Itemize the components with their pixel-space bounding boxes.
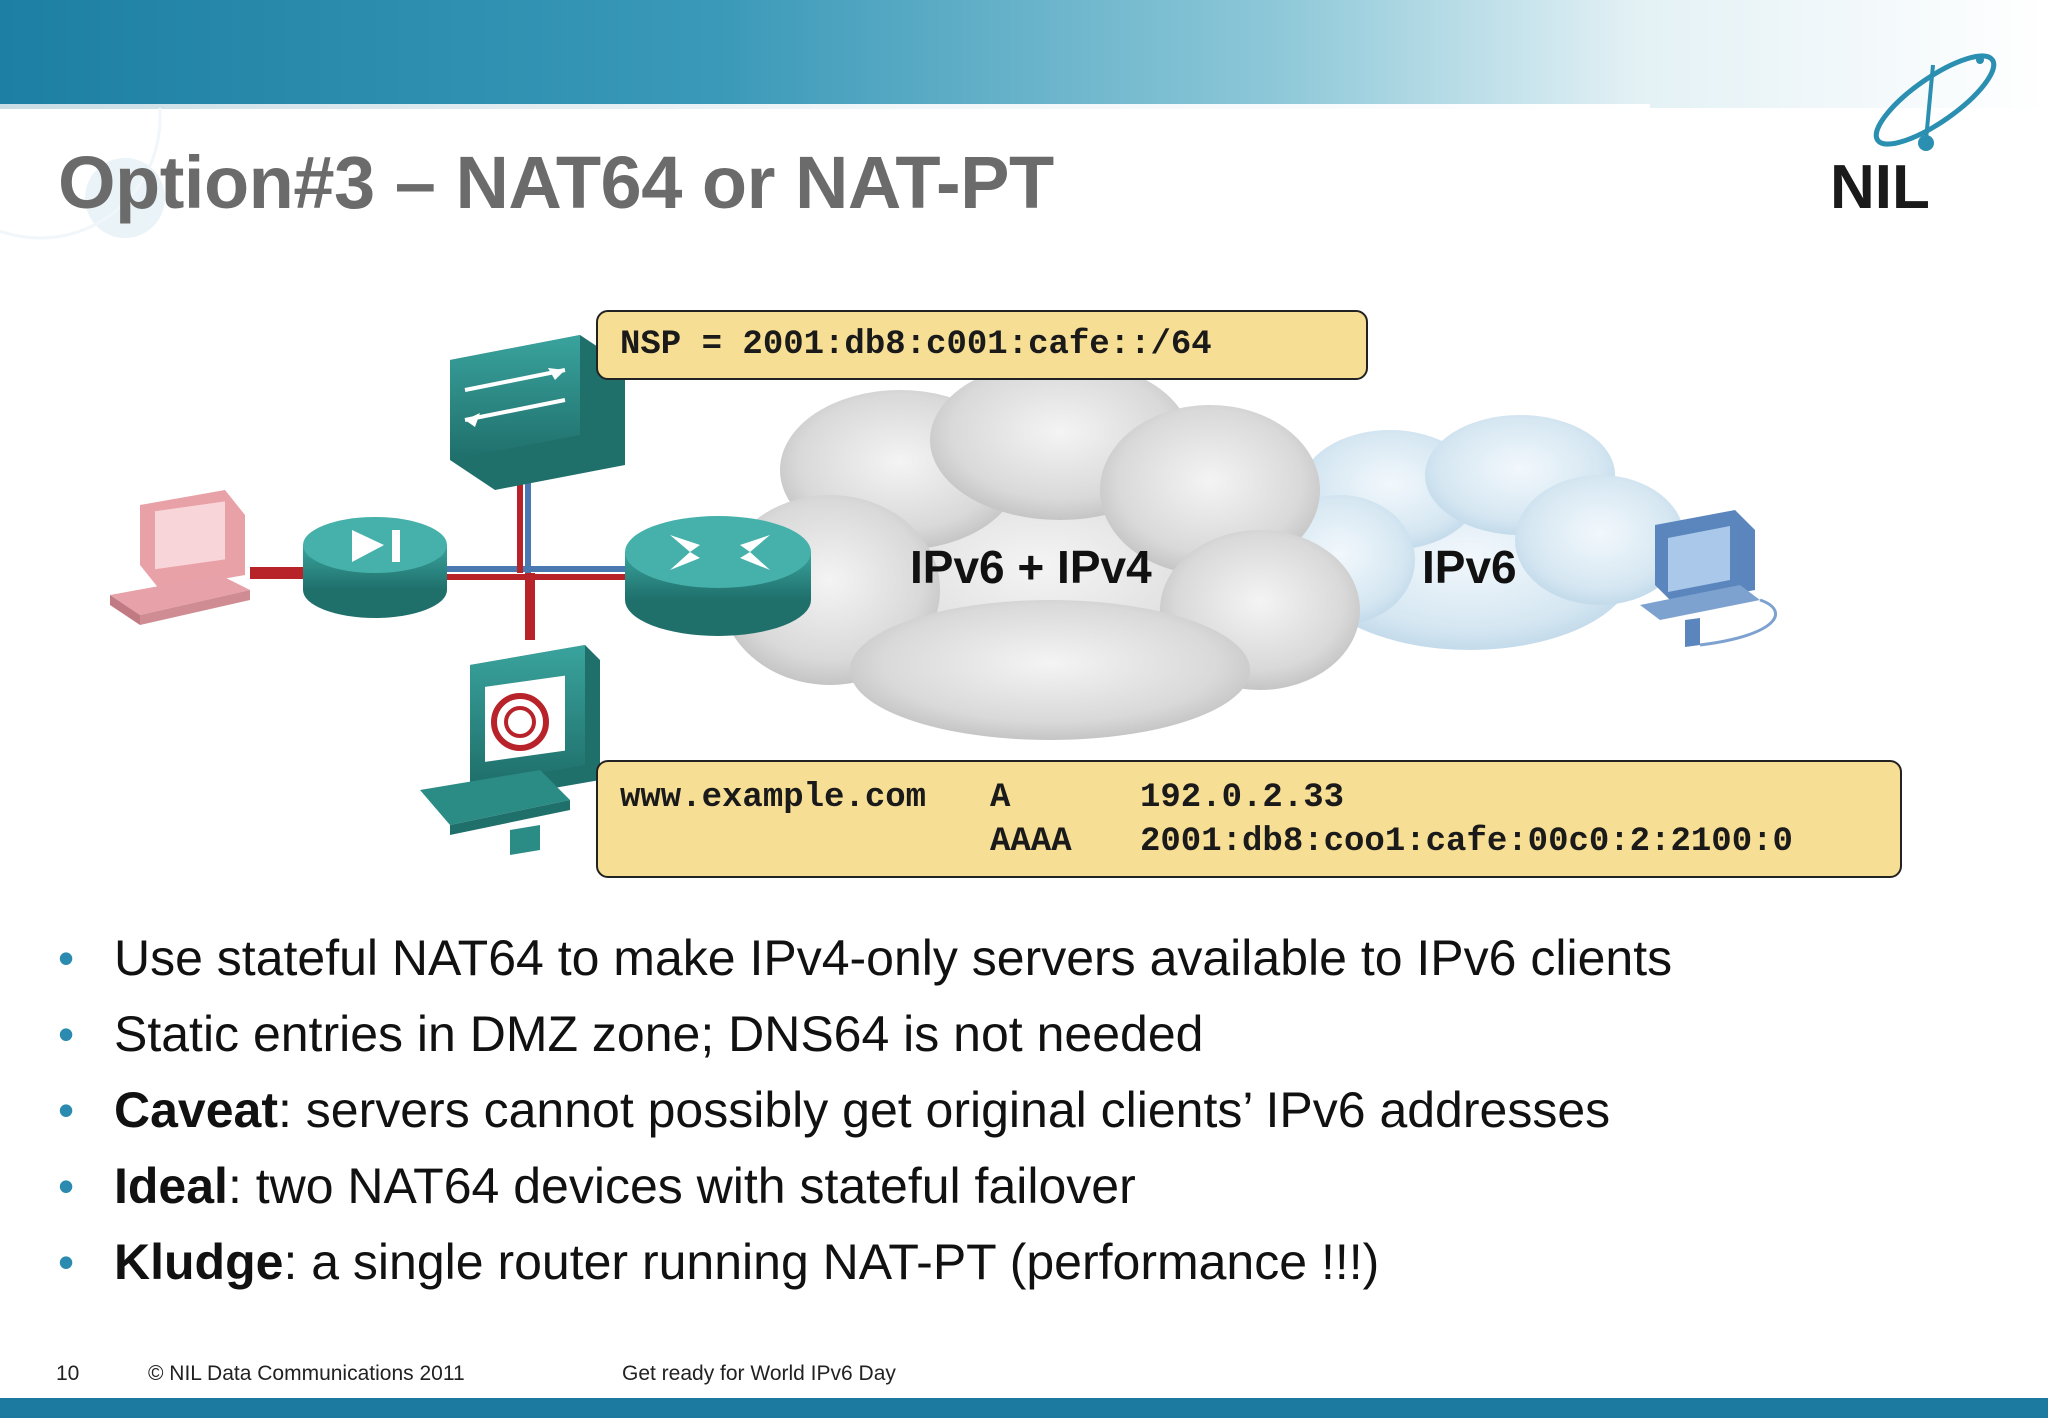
dns-record-value: 192.0.2.33 [1140, 779, 1345, 817]
firewall-icon [450, 335, 625, 490]
bullet-keyword: Caveat [114, 1082, 278, 1138]
bullet-text: Use stateful NAT64 to make IPv4-only ser… [114, 930, 1673, 986]
header-banner [0, 0, 2048, 108]
footer-bar [0, 1398, 2048, 1418]
dual-stack-cloud [720, 360, 1360, 740]
slide-title: Option#3 – NAT64 or NAT-PT [58, 141, 1054, 224]
server-icon [420, 645, 600, 855]
footer-copyright: © NIL Data Communications 2011 [148, 1362, 465, 1385]
dual-stack-cloud-label: IPv6 + IPv4 [910, 541, 1152, 593]
header-divider [0, 104, 1650, 109]
dns-record-row: AAAA 2001:db8:coo1:cafe:00c0:2:2100:0 [620, 820, 1878, 864]
dns-record-type: AAAA [990, 823, 1072, 861]
ipv6-client-pc-icon [1640, 510, 1778, 647]
bullet-text: : two NAT64 devices with stateful failov… [227, 1158, 1136, 1214]
logo-text: NIL [1830, 153, 1930, 220]
bullet-keyword: Ideal [114, 1158, 228, 1214]
bullet-item: Use stateful NAT64 to make IPv4-only ser… [58, 920, 1672, 996]
dns-record-host: www.example.com [620, 779, 927, 817]
dns-record-value: 2001:db8:coo1:cafe:00c0:2:2100:0 [1140, 823, 1793, 861]
bullet-item: Ideal: two NAT64 devices with stateful f… [58, 1148, 1672, 1224]
bullet-item: Static entries in DMZ zone; DNS64 is not… [58, 996, 1672, 1072]
bullet-list: Use stateful NAT64 to make IPv4-only ser… [58, 920, 1672, 1300]
dns-record-type: A [990, 779, 1011, 817]
bullet-keyword: Kludge [114, 1234, 284, 1290]
bullet-text: : servers cannot possibly get original c… [278, 1082, 1611, 1138]
ipv4-client-pc-icon [110, 490, 250, 625]
nsp-callout: NSP = 2001:db8:c001:cafe::/64 [596, 310, 1368, 380]
bullet-item: Caveat: servers cannot possibly get orig… [58, 1072, 1672, 1148]
dns-record-row: www.example.com A 192.0.2.33 [620, 776, 1878, 820]
router-icon [625, 516, 811, 636]
background-orb-decoration [0, 108, 165, 240]
bullet-text: : a single router running NAT-PT (perfor… [283, 1234, 1380, 1290]
bullet-item: Kludge: a single router running NAT-PT (… [58, 1224, 1672, 1300]
page-number: 10 [56, 1362, 80, 1385]
bullet-text: Static entries in DMZ zone; DNS64 is not… [114, 1006, 1204, 1062]
nil-logo: NIL [1830, 53, 1997, 220]
dns-records-callout: www.example.com A 192.0.2.33 AAAA 2001:d… [596, 760, 1902, 878]
ipv6-cloud-label: IPv6 [1422, 541, 1517, 593]
network-diagram [110, 335, 1778, 855]
footer-event: Get ready for World IPv6 Day [622, 1362, 896, 1385]
nat64-device-icon [303, 517, 447, 618]
ipv6-cloud [1265, 415, 1685, 650]
